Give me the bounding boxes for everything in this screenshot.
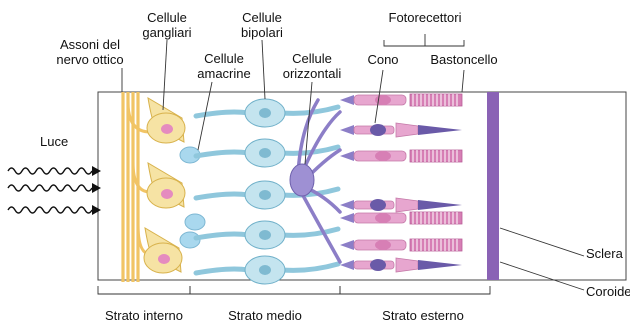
layer-brackets [98, 286, 490, 294]
rod-outer-segment [410, 150, 462, 162]
rod-nucleus [375, 151, 391, 161]
layer-bracket [340, 286, 490, 294]
label-orizzontali-line1: Cellule [292, 51, 332, 66]
label-strato-medio: Strato medio [228, 308, 302, 323]
label-sclera: Sclera [586, 246, 624, 261]
bipolar-nucleus [259, 190, 271, 200]
rod-photoreceptor [340, 212, 462, 224]
rod-photoreceptor [340, 150, 462, 162]
layer-bracket [98, 286, 190, 294]
leader-line [384, 34, 464, 46]
label-bipolari-line1: Cellule [242, 10, 282, 25]
label-assoni: Assoni del nervo ottico [56, 37, 123, 67]
bipolar-nucleus [259, 148, 271, 158]
rod-nucleus [375, 213, 391, 223]
leader-line [462, 70, 464, 92]
label-cono: Cono [367, 52, 398, 67]
label-strato-esterno: Strato esterno [382, 308, 464, 323]
label-bastoncello: Bastoncello [430, 52, 497, 67]
label-orizzontali-line2: orizzontali [283, 66, 342, 81]
light-wave [8, 168, 92, 174]
ganglion-nucleus [161, 124, 173, 134]
ganglion-nucleus [161, 189, 173, 199]
light-wave [8, 207, 92, 213]
layer-bracket [190, 286, 340, 294]
label-amacrine-line2: amacrine [197, 66, 250, 81]
label-assoni-line2: nervo ottico [56, 52, 123, 67]
amacrine-cell [185, 214, 205, 230]
rod-outer-segment [410, 239, 462, 251]
rod-nucleus [375, 240, 391, 250]
label-gangliari: Cellule gangliari [142, 10, 191, 40]
label-bipolari-line2: bipolari [241, 25, 283, 40]
bipolar-nucleus [259, 108, 271, 118]
label-amacrine-line1: Cellule [204, 51, 244, 66]
label-gangliari-line2: gangliari [142, 25, 191, 40]
label-amacrine: Cellule amacrine [197, 51, 250, 81]
label-strato-interno: Strato interno [105, 308, 183, 323]
rod-nucleus [375, 95, 391, 105]
label-bipolari: Cellule bipolari [241, 10, 283, 40]
horizontal-soma [290, 164, 314, 196]
label-orizzontali: Cellule orizzontali [283, 51, 342, 81]
rod-outer-segment [410, 94, 462, 106]
cone-nucleus [370, 259, 386, 271]
label-fotorecettori: Fotorecettori [389, 10, 462, 25]
bipolar-nucleus [259, 230, 271, 240]
label-luce: Luce [40, 134, 68, 149]
rod-outer-segment [410, 212, 462, 224]
cone-nucleus [370, 199, 386, 211]
cone-nucleus [370, 124, 386, 136]
light-arrows [8, 166, 101, 215]
label-gangliari-line1: Cellule [147, 10, 187, 25]
ganglion-nucleus [158, 254, 170, 264]
light-wave [8, 185, 92, 191]
label-assoni-line1: Assoni del [60, 37, 120, 52]
label-coroide: Coroide [586, 284, 630, 299]
rod-photoreceptor [340, 239, 462, 251]
choroid-band [487, 92, 499, 280]
rod-photoreceptor [340, 94, 462, 106]
leader-line [262, 40, 265, 99]
bipolar-nucleus [259, 265, 271, 275]
